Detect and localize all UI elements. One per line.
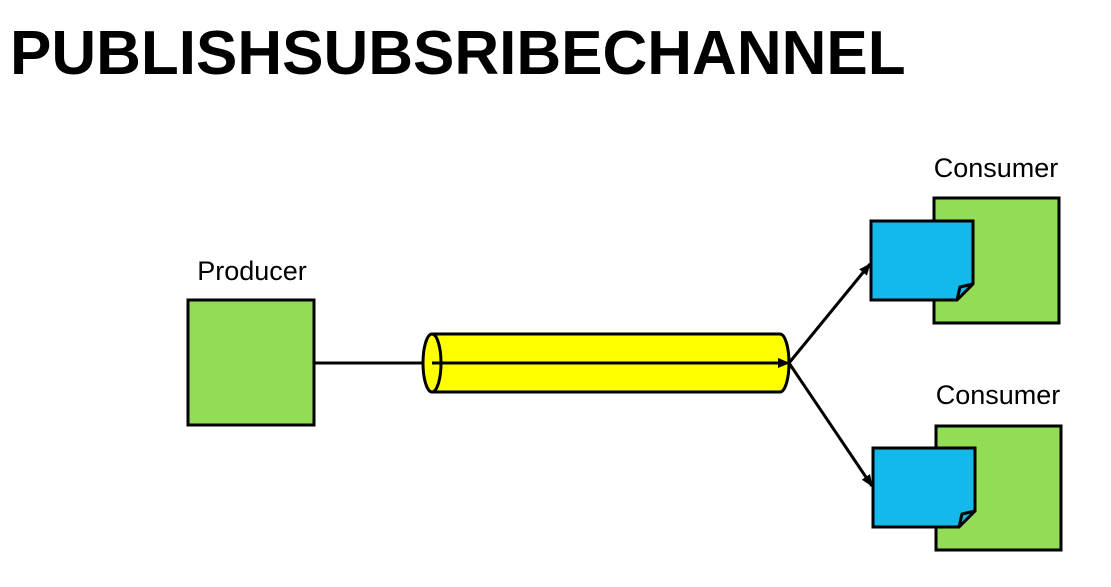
producer-box <box>186 298 316 427</box>
page-title: PUBLISHSUBSRIBECHANNEL <box>10 19 906 88</box>
arrow-to-consumer-2 <box>787 362 874 487</box>
consumer-2-message-fold <box>957 509 976 528</box>
arrow-to-consumer-1 <box>787 263 872 364</box>
consumer-2-label: Consumer <box>936 380 1061 410</box>
consumer-1-message-fold <box>955 282 974 301</box>
consumer-2-message-icon <box>871 446 977 529</box>
producer-label: Producer <box>197 256 307 286</box>
consumer-1-label: Consumer <box>934 153 1059 183</box>
consumer-1-message-icon <box>869 219 975 302</box>
